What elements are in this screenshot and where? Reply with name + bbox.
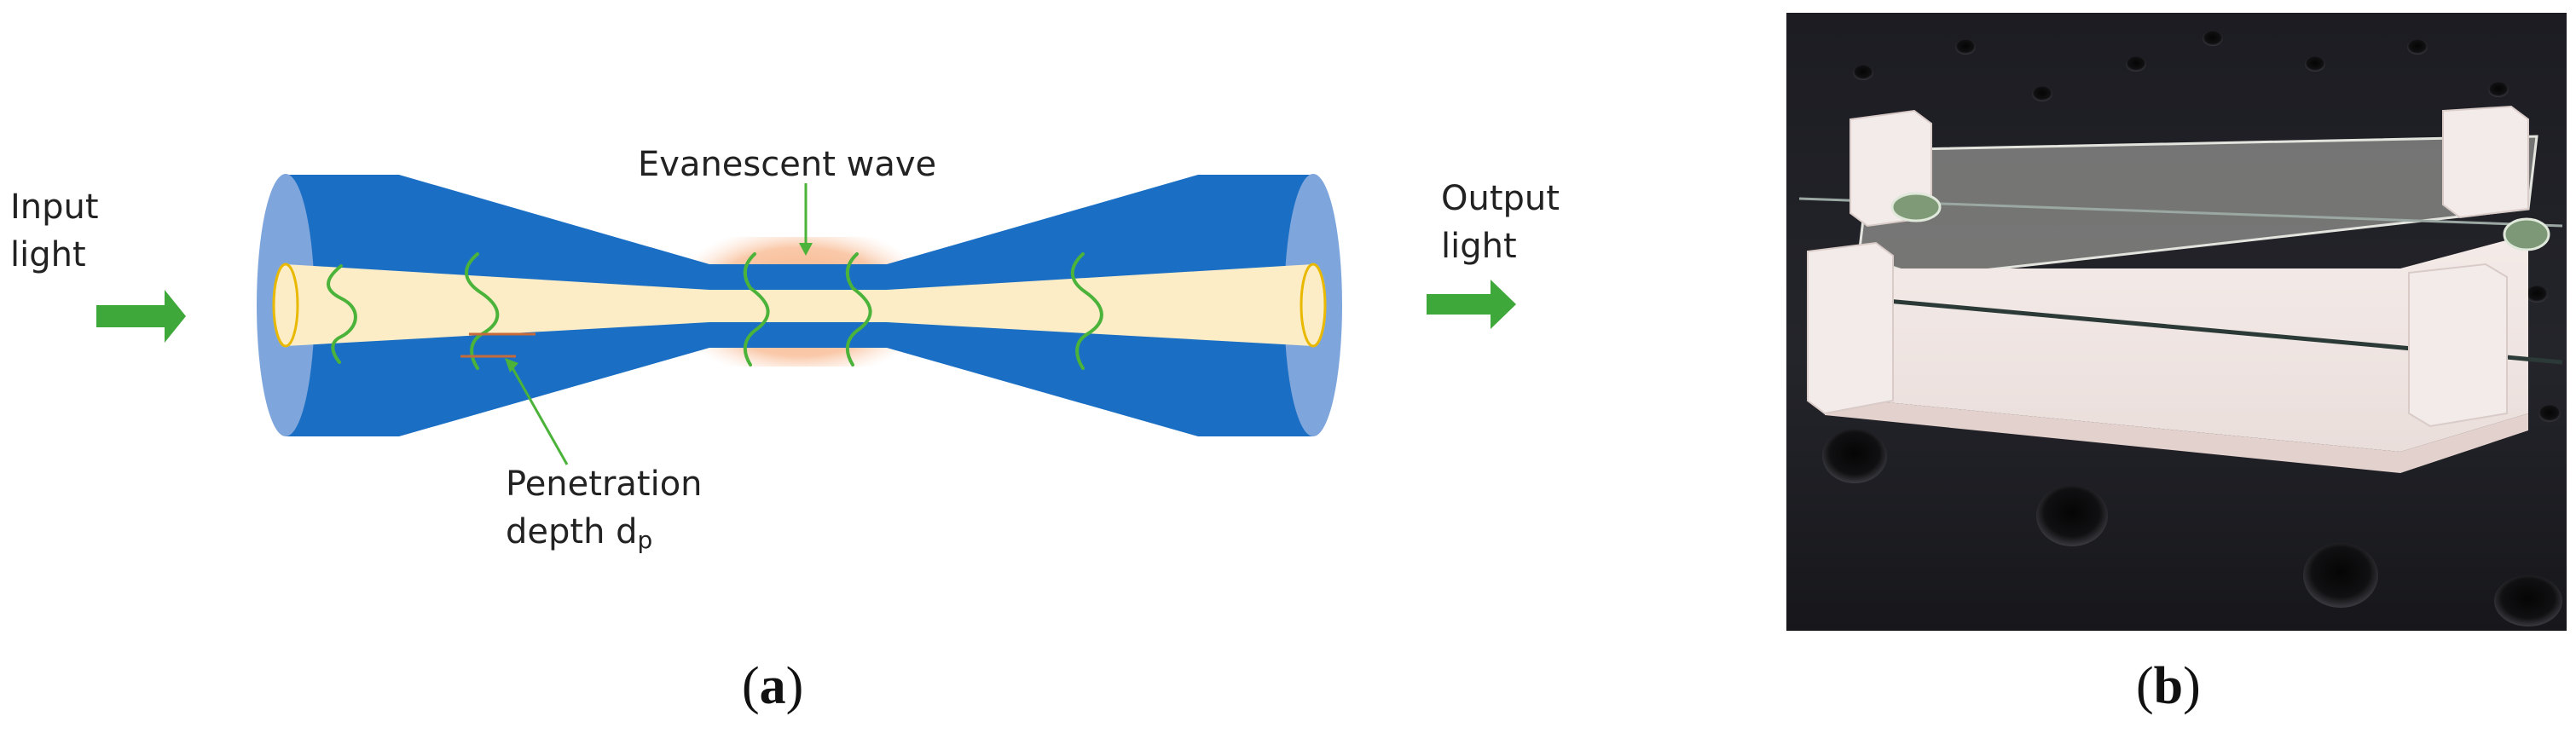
penetration-label-line1: Penetration <box>506 465 703 504</box>
penetration-depth-marker <box>460 332 535 358</box>
glue-droplets <box>1890 192 2550 251</box>
penetration-label-prefix: depth d <box>506 512 638 551</box>
panel-a-diagram: Input light Output light Evanescent wave… <box>10 145 1560 716</box>
penetration-label-line2: depth dp <box>506 508 703 564</box>
penetration-pointer-head <box>505 358 518 372</box>
input-light-label: Input light <box>10 183 99 279</box>
holder-base <box>1812 234 2528 452</box>
input-label-line1: Input <box>10 188 99 227</box>
penetration-label-subscript: p <box>637 526 653 554</box>
tapered-fiber-diagram <box>96 174 1516 465</box>
caption-b-open: ( <box>2136 657 2154 715</box>
caption-a: (a) <box>742 656 803 716</box>
caption-a-close: ) <box>785 657 804 715</box>
caption-b-close: ) <box>2183 657 2201 715</box>
evanescent-pointer-head <box>799 243 813 256</box>
mode-profile-1 <box>327 264 357 364</box>
mode-profile-4 <box>845 252 872 367</box>
fiber-holder-photo <box>1786 13 2567 631</box>
light-core <box>286 264 1313 346</box>
caption-b-letter: b <box>2153 657 2184 715</box>
mode-profile-3 <box>743 252 770 367</box>
input-label-line2: light <box>10 235 86 274</box>
output-light-label: Output light <box>1441 175 1560 270</box>
right-arrow-icon <box>1427 280 1516 329</box>
caption-a-letter: a <box>759 657 786 715</box>
penetration-depth-label: Penetration depth dp <box>506 460 703 564</box>
right-arrow-icon <box>96 290 186 343</box>
core-right-end <box>1300 263 1327 348</box>
output-label-line1: Output <box>1441 179 1560 218</box>
caption-a-open: ( <box>742 657 760 715</box>
evanescent-wave-label: Evanescent wave <box>638 145 937 184</box>
core-left-end <box>272 263 299 348</box>
panel-b-photo <box>1786 13 2567 631</box>
penetration-pointer-line <box>510 366 569 465</box>
mode-profile-5 <box>1070 252 1103 370</box>
holder-base-front <box>1825 396 2528 473</box>
caption-b: (b) <box>2136 656 2201 716</box>
holder-posts <box>1807 105 2529 428</box>
output-label-line2: light <box>1441 227 1517 266</box>
mode-profile-2 <box>465 252 500 370</box>
